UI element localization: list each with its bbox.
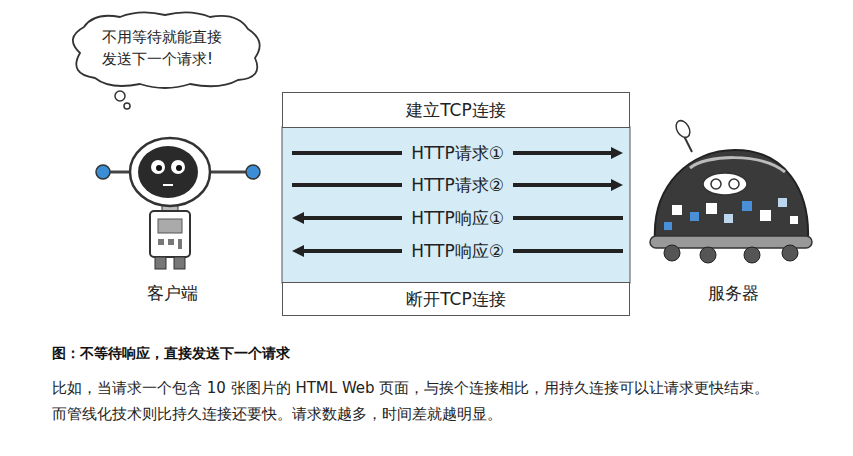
edge-label: HTTP响应② — [402, 240, 513, 262]
dome-light — [664, 222, 672, 230]
dome-light — [742, 201, 752, 211]
robot-wheel — [700, 247, 716, 263]
robot-eye — [729, 179, 739, 189]
robot-wheel — [744, 247, 760, 263]
dome-light — [706, 203, 717, 214]
robot-head — [130, 138, 210, 206]
node-text: 建立TCP连接 — [406, 98, 506, 123]
dome-highlight — [690, 158, 785, 172]
dome-light — [724, 214, 733, 223]
robot-eye — [171, 160, 185, 174]
client-node: 客户端 — [52, 130, 292, 310]
tcp-band: 断开TCP连接 — [282, 282, 630, 316]
robot-button — [178, 239, 182, 249]
dome-light — [778, 198, 787, 207]
client-robot — [96, 138, 260, 269]
edge-label: HTTP响应① — [402, 207, 513, 229]
robot-eye — [711, 179, 721, 189]
node-text: 服务器 — [708, 281, 759, 306]
robot-eye — [151, 160, 165, 174]
robot-leg — [155, 257, 166, 269]
robot-dome — [655, 150, 808, 240]
dome-light — [790, 216, 798, 224]
robot-wheel — [782, 245, 798, 261]
robot-pupil — [156, 165, 162, 171]
robot-hand — [96, 165, 110, 179]
edge-label: HTTP请求① — [402, 142, 513, 164]
robot-face — [138, 146, 198, 198]
robot-button — [158, 239, 164, 245]
bubble-outline — [60, 8, 270, 90]
node-text: 断开TCP连接 — [406, 287, 506, 312]
robot-mouth — [163, 184, 173, 186]
figure-caption: 图：不等待响应，直接发送下一个请求 — [52, 345, 290, 363]
bubble-tail — [124, 103, 130, 109]
dome-light — [672, 205, 682, 215]
server-node: 服务器 — [623, 130, 843, 310]
robot-visor — [703, 173, 747, 195]
tcp-band: 建立TCP连接 — [282, 92, 630, 128]
dome-light — [760, 210, 771, 221]
body-text: 比如，当请求一个包含 10 张图片的 HTML Web 页面，与挨个连接相比，用… — [52, 375, 842, 427]
robot-body — [150, 211, 190, 257]
node-text: 不用等待就能直接 发送下一个请求! — [102, 27, 228, 71]
bubble-tail — [115, 91, 125, 101]
robot-antenna — [684, 136, 692, 152]
robot-button — [168, 239, 174, 245]
edge-label: HTTP请求② — [402, 174, 513, 196]
node-text: 客户端 — [147, 281, 198, 306]
robot-wheel — [664, 245, 680, 261]
speech-bubble: 不用等待就能直接 发送下一个请求! — [60, 8, 270, 90]
dome-light — [690, 212, 699, 221]
server-robot — [650, 118, 812, 263]
robot-hand — [246, 165, 260, 179]
cloud-shape — [73, 12, 260, 88]
antenna-dish — [673, 118, 692, 140]
robot-pupil — [176, 165, 182, 171]
robot-leg — [174, 257, 185, 269]
pipeline-region — [282, 127, 630, 283]
robot-panel — [158, 219, 182, 233]
